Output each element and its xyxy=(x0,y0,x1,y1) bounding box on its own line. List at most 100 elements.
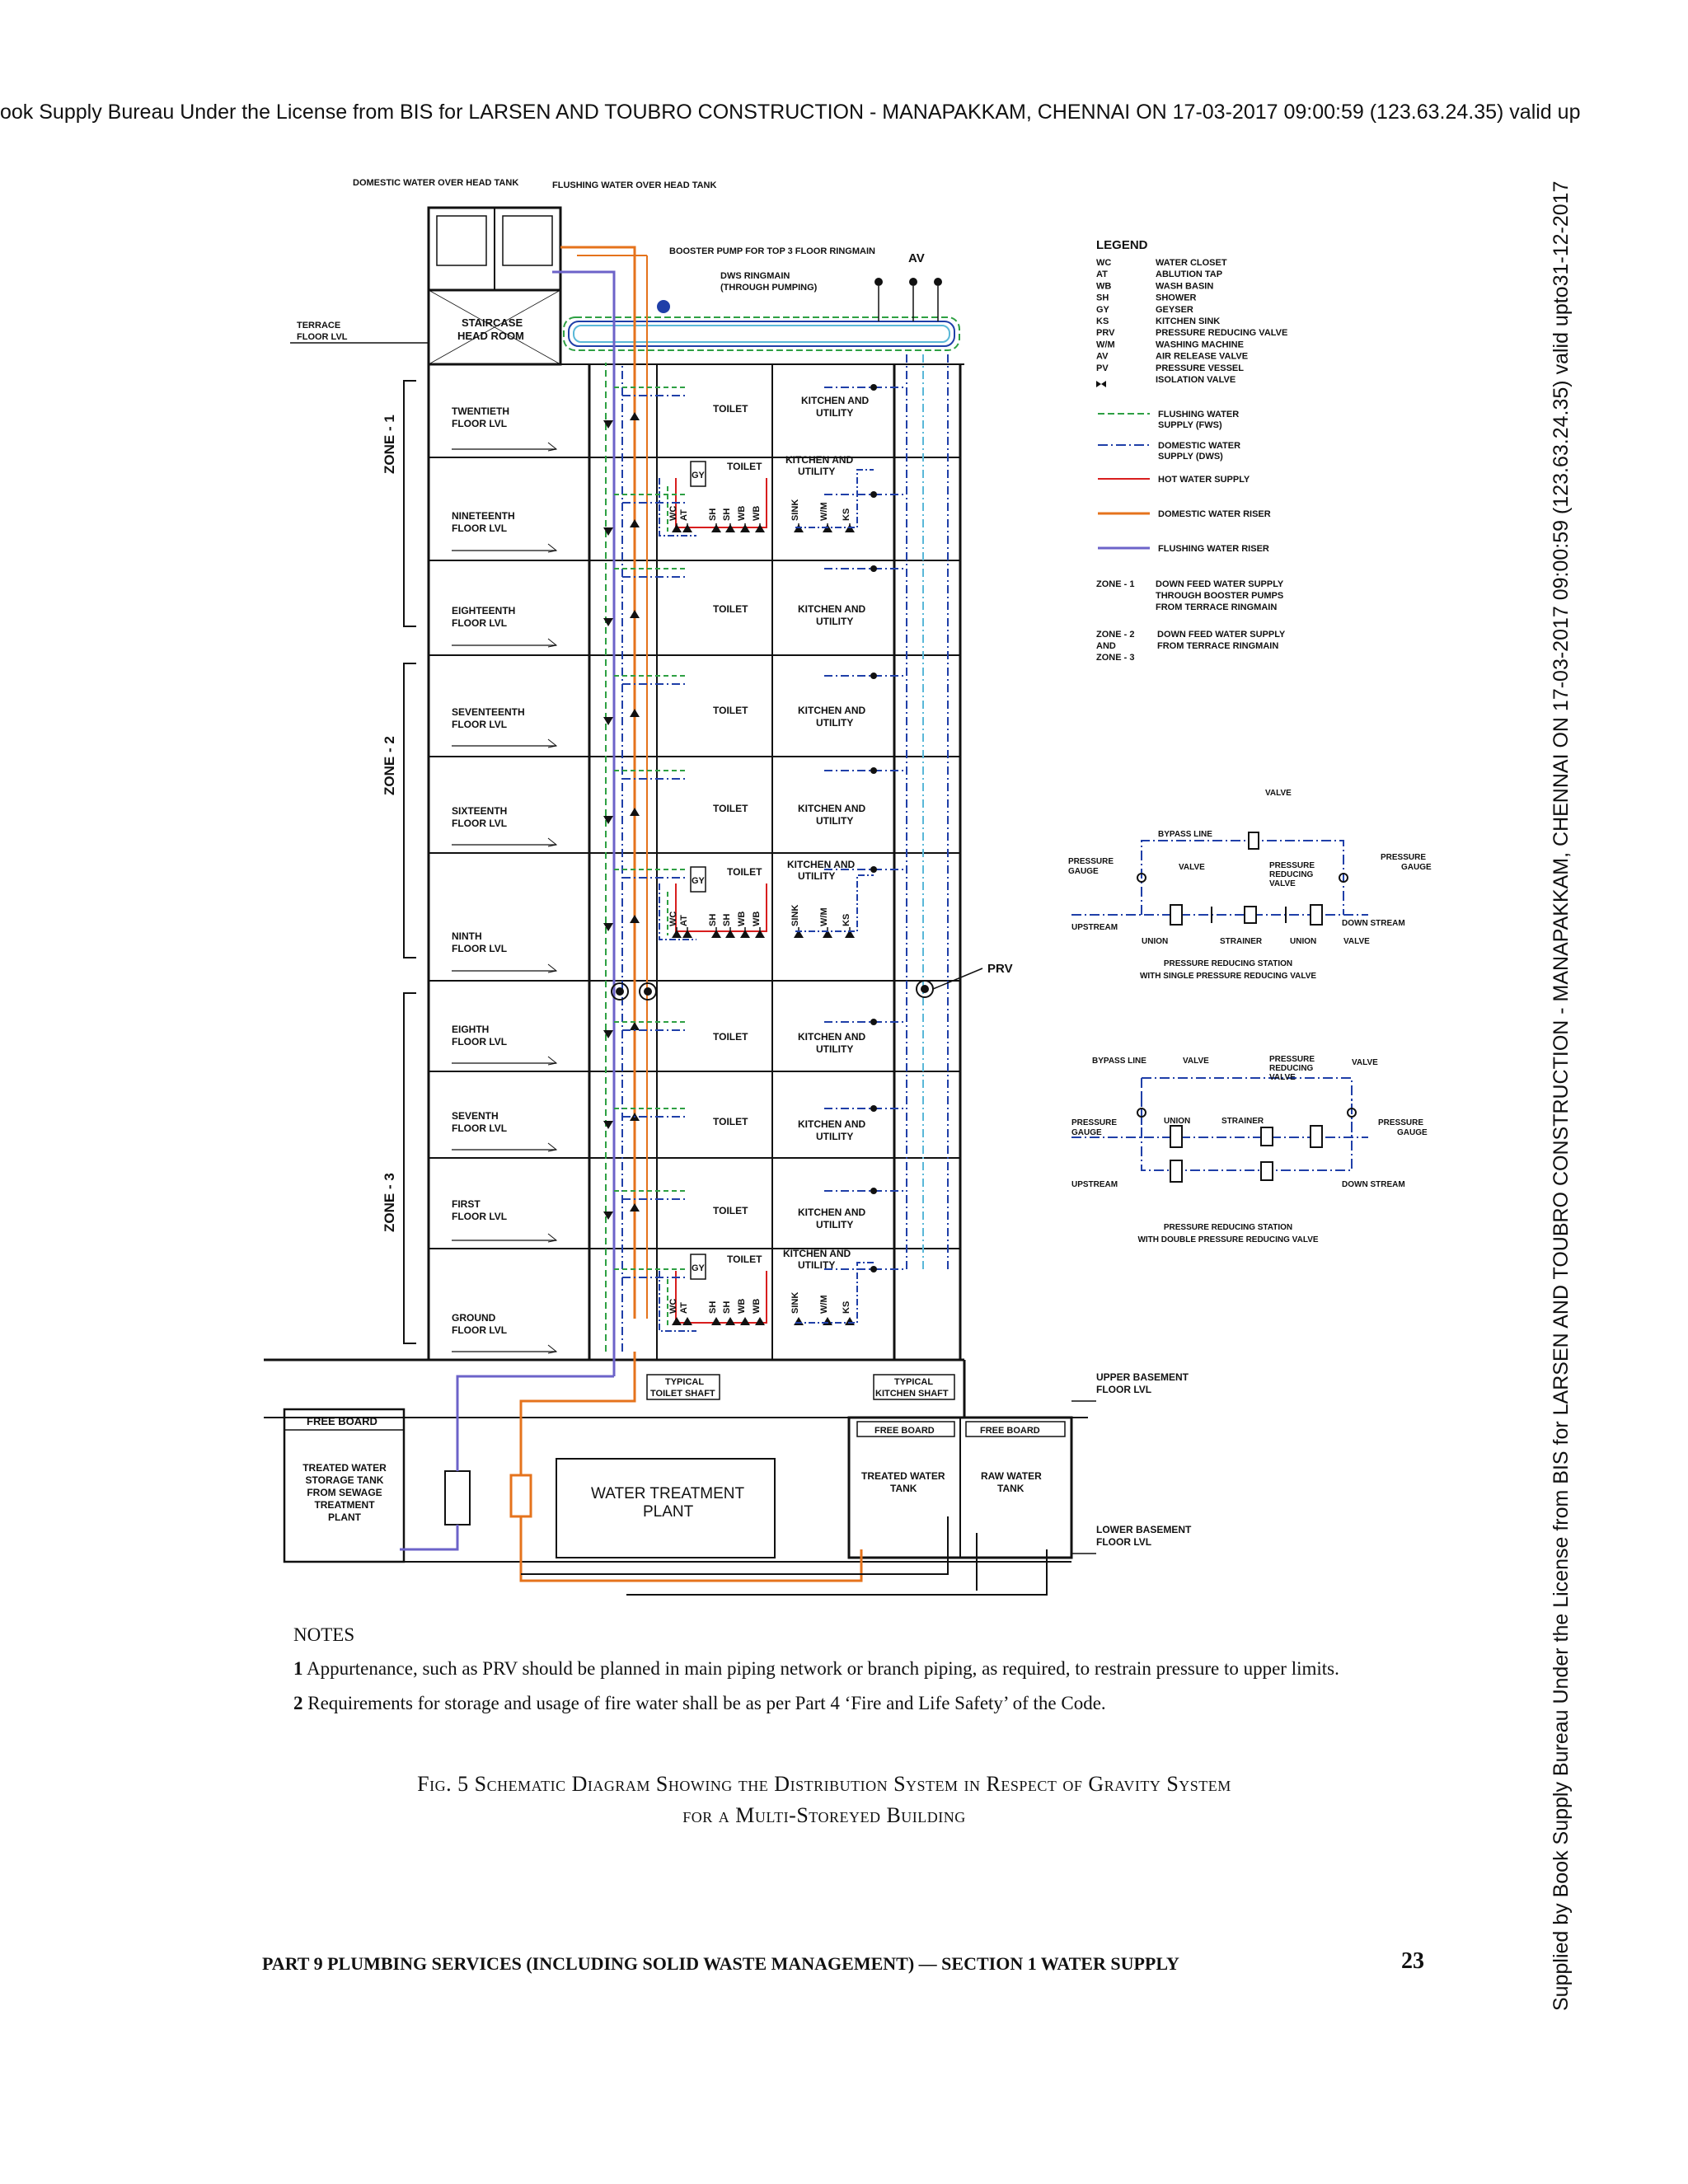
utility-label: UTILITY xyxy=(816,616,853,627)
fixture-label: WC xyxy=(668,506,678,521)
svg-text:REDUCING: REDUCING xyxy=(1269,1064,1314,1073)
legend-abbrev-code: W/M xyxy=(1096,340,1115,349)
legend-abbrev-desc: ABLUTION TAP xyxy=(1156,269,1222,279)
ringmain-label-2: (THROUGH PUMPING) xyxy=(720,283,818,293)
floor-lvl-1: FLOOR LVL xyxy=(452,1211,507,1222)
svg-text:VALVE: VALVE xyxy=(1265,789,1292,798)
svg-text:FROM TERRACE RINGMAIN: FROM TERRACE RINGMAIN xyxy=(1157,641,1278,651)
legend-line-label: DOMESTIC WATER xyxy=(1158,441,1240,451)
kitchen-label: KITCHEN AND xyxy=(801,395,870,406)
svg-text:PRESSURE: PRESSURE xyxy=(1269,1055,1315,1064)
av-label: AV xyxy=(908,251,925,265)
kitchen-label: KITCHEN AND xyxy=(798,1207,866,1218)
head-room-label: HEAD ROOM xyxy=(457,330,524,342)
svg-text:THROUGH BOOSTER PUMPS: THROUGH BOOSTER PUMPS xyxy=(1156,591,1283,601)
caption-line-1: Fig. 5 Schematic Diagram Showing the Dis… xyxy=(417,1772,1231,1796)
room-labels: TOILET KITCHEN AND UTILITY TOILET KITCHE… xyxy=(713,395,870,1271)
treated-tank-label: TREATED WATER xyxy=(861,1470,945,1482)
svg-text:PLANT: PLANT xyxy=(328,1511,362,1523)
utility-label: UTILITY xyxy=(816,1043,853,1055)
fixture-label: SH xyxy=(708,509,718,521)
roof-structure xyxy=(290,206,964,366)
svg-text:UNION: UNION xyxy=(1142,937,1168,946)
svg-text:STRAINER: STRAINER xyxy=(1221,1117,1264,1126)
fixture-label: WB xyxy=(752,912,762,926)
svg-text:ZONE - 3: ZONE - 3 xyxy=(1096,653,1134,663)
utility-label: UTILITY xyxy=(798,870,835,882)
kitchen-label: KITCHEN AND xyxy=(798,705,866,716)
fixture-label: WB xyxy=(737,1299,747,1314)
svg-text:UNION: UNION xyxy=(1290,937,1316,946)
toilet-label: TOILET xyxy=(713,1205,748,1216)
svg-text:PRESSURE: PRESSURE xyxy=(1381,853,1426,862)
svg-text:GAUGE: GAUGE xyxy=(1397,1128,1428,1137)
legend-abbrev-desc: ISOLATION VALVE xyxy=(1156,375,1236,385)
svg-text:PRESSURE REDUCING STATION: PRESSURE REDUCING STATION xyxy=(1164,1223,1292,1232)
fw-tank-label: FLUSHING WATER OVER HEAD TANK xyxy=(552,180,716,190)
legend-abbrev-desc: PRESSURE REDUCING VALVE xyxy=(1156,328,1287,338)
flow-arrow xyxy=(630,519,640,527)
flow-arrow xyxy=(603,1212,613,1220)
svg-text:UPSTREAM: UPSTREAM xyxy=(1071,923,1118,932)
fixture-label: KS xyxy=(842,1301,851,1314)
flow-arrow xyxy=(630,915,640,923)
legend-abbrev-desc: SHOWER xyxy=(1156,293,1197,303)
svg-text:VALVE: VALVE xyxy=(1183,1057,1209,1066)
toilet-label: TOILET xyxy=(713,1031,748,1043)
legend-abbrev-code: WB xyxy=(1096,281,1111,291)
notes-heading: NOTES xyxy=(293,1624,355,1645)
ringmain-label: DWS RINGMAIN xyxy=(720,271,790,281)
flow-arrow xyxy=(603,1121,613,1129)
fixture-label: AT xyxy=(679,1302,689,1314)
level-arrow xyxy=(547,963,558,973)
svg-text:DOWN STREAM: DOWN STREAM xyxy=(1342,919,1405,928)
svg-text:PRESSURE: PRESSURE xyxy=(1071,1118,1117,1127)
svg-text:TYPICAL: TYPICAL xyxy=(894,1377,933,1387)
utility-label: UTILITY xyxy=(816,407,853,419)
level-arrow xyxy=(547,442,558,452)
toilet-label: TOILET xyxy=(713,803,748,814)
utility-label: UTILITY xyxy=(816,815,853,827)
svg-text:DOWN FEED WATER SUPPLY: DOWN FEED WATER SUPPLY xyxy=(1156,579,1284,589)
floor-lvl-7: FLOOR LVL xyxy=(452,1122,507,1134)
legend-line-label: FLUSHING WATER RISER xyxy=(1158,544,1269,554)
toilet-label: TOILET xyxy=(713,403,748,415)
kitchen-supply-line xyxy=(795,874,874,932)
legend-abbrev-code: PV xyxy=(1096,363,1109,373)
zone-2-label: ZONE - 2 xyxy=(382,736,397,795)
isolation-valve xyxy=(870,866,877,873)
svg-text:DOWN STREAM: DOWN STREAM xyxy=(1342,1180,1405,1189)
svg-text:VALVE: VALVE xyxy=(1343,937,1370,946)
level-arrow xyxy=(547,1344,558,1354)
free-board-label: FREE BOARD xyxy=(874,1426,935,1436)
level-arrow xyxy=(547,1142,558,1152)
svg-text:UNION: UNION xyxy=(1164,1117,1190,1126)
utility-label: UTILITY xyxy=(798,1259,835,1271)
figure-caption: Fig. 5 Schematic Diagram Showing the Dis… xyxy=(247,1769,1401,1830)
flow-arrow xyxy=(603,923,613,931)
treated-tank-label-2: TANK xyxy=(890,1483,917,1494)
floor-label-19: NINETEENTH xyxy=(452,510,515,522)
svg-text:DOWN FEED WATER SUPPLY: DOWN FEED WATER SUPPLY xyxy=(1157,630,1286,640)
flow-arrow xyxy=(603,717,613,725)
terrace-level-label: FLOOR LVL xyxy=(297,332,348,342)
legend-abbrev-desc: WASHING MACHINE xyxy=(1156,340,1244,349)
cold-water-line xyxy=(659,883,696,940)
svg-text:PRESSURE: PRESSURE xyxy=(1378,1118,1423,1127)
svg-text:UPSTREAM: UPSTREAM xyxy=(1071,1180,1118,1189)
zone-3-label: ZONE - 3 xyxy=(382,1173,397,1232)
license-watermark-top: ook Supply Bureau Under the License from… xyxy=(0,101,1581,124)
terrace-ringmain xyxy=(563,278,960,351)
toilet-label: TOILET xyxy=(713,1116,748,1127)
floor-label-9: NINTH xyxy=(452,930,482,942)
level-arrow xyxy=(547,1056,558,1066)
geyser-label: GY xyxy=(692,876,706,886)
isolation-valve xyxy=(870,1266,877,1272)
prv-symbols xyxy=(611,968,983,1001)
fixture-label: SINK xyxy=(790,499,800,521)
fixture-label: WC xyxy=(668,912,678,926)
flow-arrow xyxy=(603,1030,613,1038)
toilet-label: TOILET xyxy=(713,705,748,716)
